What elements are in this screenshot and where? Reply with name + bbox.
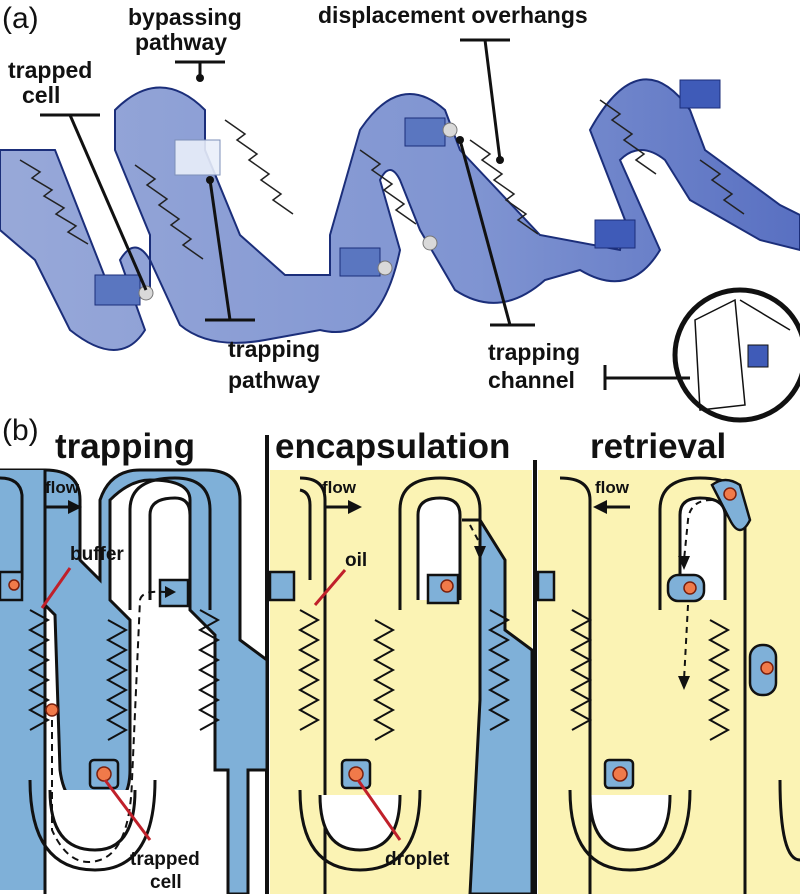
label-buffer: buffer bbox=[70, 544, 124, 565]
cell bbox=[377, 260, 393, 276]
trap-box bbox=[94, 274, 141, 306]
inset-trap bbox=[747, 344, 769, 368]
droplet bbox=[710, 478, 752, 532]
trap-box bbox=[404, 117, 446, 147]
label-trapped-cell-line2: cell bbox=[22, 82, 60, 108]
label-trapping-pathway-line1: trapping bbox=[228, 336, 320, 362]
leader-trapped-cell bbox=[103, 779, 152, 841]
flow-arrow-right bbox=[348, 500, 362, 514]
label-trapped-cell-b-line1: trapped bbox=[130, 849, 200, 870]
label-displacement-overhangs: displacement overhangs bbox=[318, 2, 588, 28]
cell bbox=[45, 703, 59, 717]
flow-path bbox=[51, 590, 166, 863]
leader-buffer bbox=[40, 567, 72, 609]
trap-box bbox=[679, 79, 721, 109]
leader-oil bbox=[313, 569, 347, 606]
label-trapped-cell-line1: trapped bbox=[8, 57, 92, 83]
cell bbox=[723, 487, 737, 501]
leader-droplet bbox=[356, 779, 402, 841]
cell bbox=[442, 122, 458, 138]
label-flow-trapping: flow bbox=[45, 478, 80, 497]
overhang-zigzags bbox=[19, 99, 745, 260]
label-bypassing-line1: bypassing bbox=[128, 4, 242, 30]
cell bbox=[612, 766, 628, 782]
cell bbox=[138, 285, 154, 301]
cell bbox=[422, 235, 438, 251]
label-flow-retrieval: flow bbox=[595, 478, 630, 497]
cell bbox=[760, 661, 774, 675]
label-trapping-pathway-line2: pathway bbox=[228, 367, 320, 393]
encapsulation-subpanel bbox=[268, 470, 534, 894]
cell bbox=[8, 579, 20, 591]
label-droplet: droplet bbox=[385, 849, 450, 870]
label-trapped-cell-b-line2: cell bbox=[150, 872, 182, 893]
label-bypassing-line2: pathway bbox=[135, 29, 227, 55]
title-trapping: trapping bbox=[55, 427, 195, 466]
title-retrieval: retrieval bbox=[590, 427, 726, 466]
serpentine-channel-3d bbox=[0, 78, 800, 351]
panel-a-device bbox=[0, 38, 800, 423]
label-trapping-channel-line2: channel bbox=[488, 367, 575, 393]
cell bbox=[683, 581, 697, 595]
title-encapsulation: encapsulation bbox=[275, 427, 510, 466]
trap-box-highlighted bbox=[174, 139, 221, 176]
flow-arrow-left bbox=[593, 500, 607, 514]
trap-box bbox=[536, 570, 556, 602]
panel-b-letter: (b) bbox=[2, 414, 39, 447]
label-oil: oil bbox=[345, 550, 367, 571]
trapped-cell bbox=[96, 766, 112, 782]
label-trapping-channel-line1: trapping bbox=[488, 339, 580, 365]
panel-a-letter: (a) bbox=[2, 2, 39, 35]
trap-box bbox=[339, 247, 381, 277]
trapping-subpanel bbox=[0, 468, 269, 894]
label-flow-encapsulation: flow bbox=[322, 478, 357, 497]
cell bbox=[440, 579, 454, 593]
inset-magnifier bbox=[672, 287, 800, 423]
trap-box bbox=[594, 219, 636, 249]
encapsulated-cell bbox=[348, 766, 364, 782]
retrieval-subpanel bbox=[536, 470, 800, 894]
trap-box bbox=[268, 570, 296, 602]
flow-arrow-right bbox=[68, 500, 82, 514]
